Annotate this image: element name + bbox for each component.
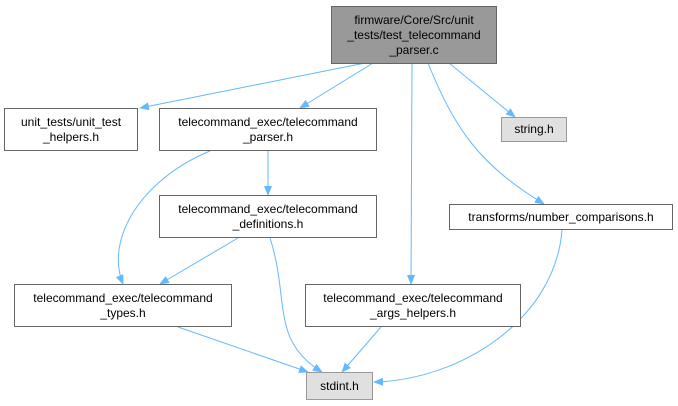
- node-string-h[interactable]: string.h: [501, 117, 567, 142]
- node-label: telecommand_exec/telecommand _parser.h: [178, 114, 358, 144]
- edge-telecommand-args-helpers-to-stdint-h: [341, 326, 382, 373]
- node-label: telecommand_exec/telecommand _types.h: [33, 290, 213, 320]
- node-label: telecommand_exec/telecommand _args_helpe…: [323, 290, 503, 320]
- node-telecommand-types-h[interactable]: telecommand_exec/telecommand _types.h: [14, 284, 232, 327]
- node-label: string.h: [514, 122, 554, 136]
- node-label: transforms/number_comparisons.h: [468, 209, 654, 224]
- node-number-comparisons-h[interactable]: transforms/number_comparisons.h: [449, 204, 673, 230]
- node-test-telecommand-parser-c[interactable]: firmware/Core/Src/unit _tests/test_telec…: [331, 6, 497, 64]
- node-telecommand-definitions-h[interactable]: telecommand_exec/telecommand _definition…: [159, 195, 377, 238]
- node-label: unit_tests/unit_test _helpers.h: [20, 114, 122, 144]
- node-label: stdint.h: [320, 378, 359, 393]
- edge-root-to-number-comparisons: [427, 62, 545, 205]
- edge-root-to-telecommand-parser: [299, 62, 374, 109]
- node-label: firmware/Core/Src/unit _tests/test_telec…: [347, 12, 481, 57]
- edge-number-comparisons-to-stdint-h: [373, 229, 563, 386]
- edge-root-to-telecommand-args-helpers: [407, 62, 416, 285]
- edge-root-to-string-h: [448, 62, 516, 118]
- node-telecommand-parser-h[interactable]: telecommand_exec/telecommand _parser.h: [159, 108, 377, 151]
- node-label: telecommand_exec/telecommand _definition…: [178, 201, 358, 231]
- edge-telecommand-definitions-to-stdint-h: [269, 237, 323, 373]
- edge-telecommand-types-to-stdint-h: [177, 326, 309, 373]
- edge-telecommand-parser-to-telecommand-types: [115, 150, 211, 285]
- edge-telecommand-definitions-to-telecommand-types: [159, 237, 239, 285]
- node-unit-test-helpers-h[interactable]: unit_tests/unit_test _helpers.h: [4, 108, 138, 151]
- edge-root-to-unit-test-helpers: [139, 62, 366, 111]
- node-telecommand-args-helpers-h[interactable]: telecommand_exec/telecommand _args_helpe…: [305, 284, 521, 327]
- node-stdint-h[interactable]: stdint.h: [306, 372, 373, 400]
